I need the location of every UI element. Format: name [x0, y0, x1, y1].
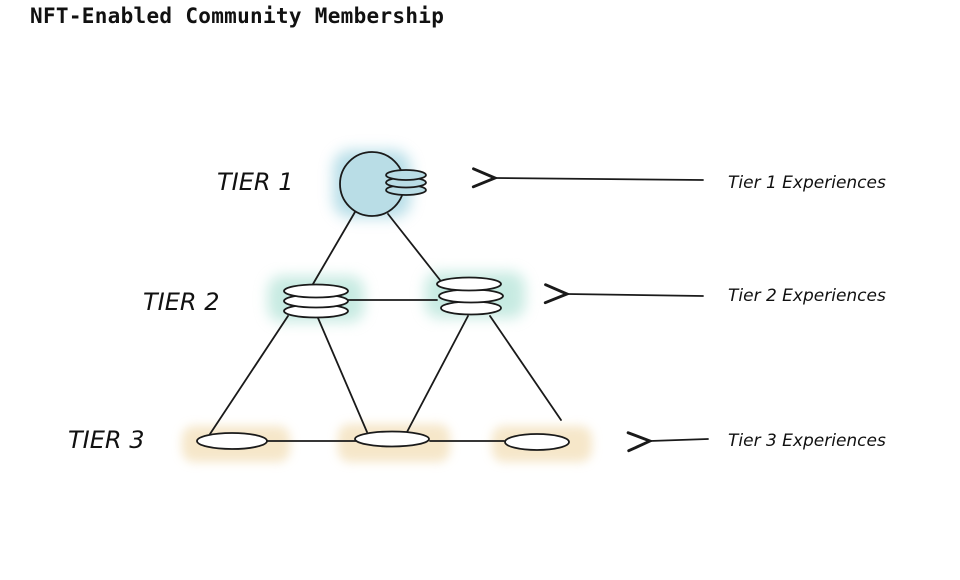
token-stack-layer	[283, 283, 349, 299]
tier3-label: TIER 3	[68, 426, 144, 454]
token-stack-layer	[438, 288, 504, 304]
connector-line	[489, 315, 562, 421]
token-stack-layer	[385, 169, 427, 181]
tier2-node-left	[283, 283, 349, 319]
tier1-label: TIER 1	[217, 168, 293, 196]
tier3-nodes	[196, 430, 570, 451]
connector-line	[209, 315, 289, 435]
tier2-label: TIER 2	[143, 288, 219, 316]
tier1-experiences-label: Tier 1 Experiences	[728, 173, 886, 193]
tier3-arrow	[650, 439, 709, 441]
connector-line	[317, 317, 368, 433]
tier2-experiences-label: Tier 2 Experiences	[728, 286, 886, 306]
tier3-node	[504, 433, 570, 451]
connector-line	[387, 213, 441, 281]
tier3-experiences-label: Tier 3 Experiences	[728, 431, 886, 451]
tier1-node	[339, 151, 427, 217]
tier3-node	[196, 432, 268, 450]
tier3-node	[354, 430, 430, 448]
tier1-arrow	[495, 178, 704, 180]
token-stack-layer	[436, 276, 502, 292]
tier2-arrow	[567, 294, 704, 296]
token-stack-layer	[440, 300, 502, 316]
tier2-node-right	[436, 276, 504, 316]
connector-line	[406, 315, 469, 433]
connector-lines	[209, 211, 562, 442]
diagram-title: NFT-Enabled Community Membership	[30, 4, 445, 28]
connector-line	[312, 211, 356, 285]
